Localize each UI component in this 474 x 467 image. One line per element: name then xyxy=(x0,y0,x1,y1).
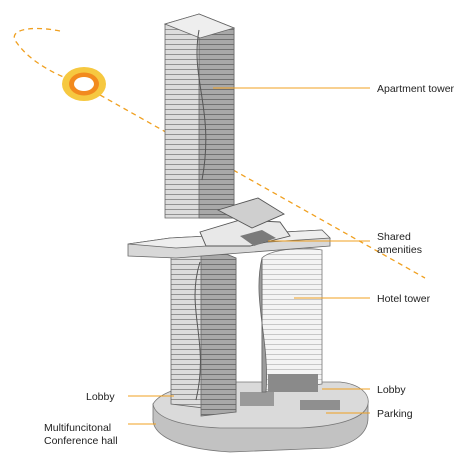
apartment-tower-lower xyxy=(170,243,237,417)
sun-path-line xyxy=(99,94,426,279)
sun-icon xyxy=(62,67,106,101)
label-hotel-tower: Hotel tower xyxy=(377,293,431,305)
sky-bridge xyxy=(127,197,331,259)
label-lobby-right: Lobby xyxy=(377,384,406,396)
hotel-tower xyxy=(258,248,323,393)
label-conference-line2: Conference hall xyxy=(44,435,118,447)
label-apartment-tower: Apartment tower xyxy=(377,83,455,95)
label-parking: Parking xyxy=(377,408,413,420)
label-shared-amenities-line2: amenities xyxy=(377,244,422,256)
sun-path xyxy=(13,27,83,84)
label-shared-amenities-line1: Shared xyxy=(377,231,411,243)
label-conference-line1: Multifuncitonal xyxy=(44,422,111,434)
podium-base xyxy=(152,381,369,453)
apartment-tower xyxy=(163,13,236,219)
label-lobby-left: Lobby xyxy=(86,391,115,403)
leader-lines xyxy=(128,87,370,425)
